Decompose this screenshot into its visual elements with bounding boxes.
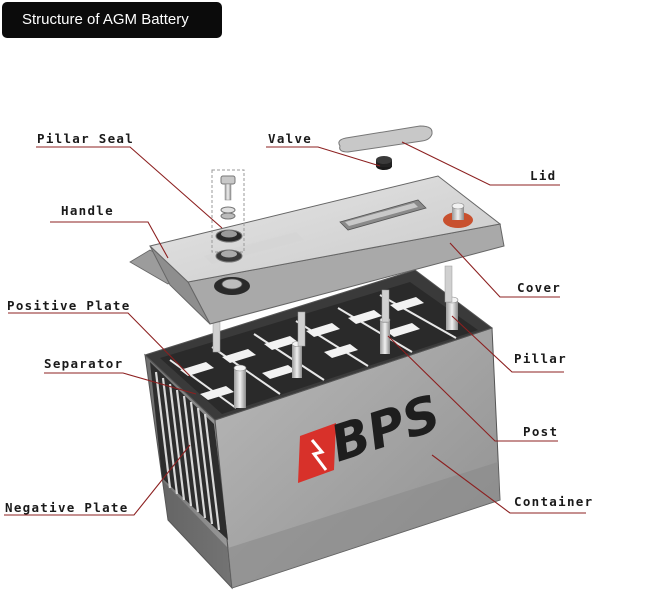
lid <box>338 125 433 153</box>
label-separator: Separator <box>44 356 123 371</box>
leader-container <box>431 454 586 514</box>
leader-positive-plate <box>8 312 191 377</box>
terminal-negative <box>214 277 250 295</box>
title-banner: Structure of AGM Battery <box>2 2 222 38</box>
title-text: Structure of AGM Battery <box>22 11 189 28</box>
label-lid: Lid <box>530 168 556 183</box>
label-negative-plate: Negative Plate <box>5 500 129 515</box>
label-valve: Valve <box>268 131 312 146</box>
leader-valve <box>266 146 381 167</box>
leader-lid <box>401 141 560 186</box>
leader-handle <box>50 221 169 259</box>
label-container: Container <box>514 494 593 509</box>
label-pillar-seal: Pillar Seal <box>37 131 134 146</box>
label-post: Post <box>523 424 558 439</box>
terminal-positive <box>443 202 473 228</box>
label-cover: Cover <box>517 280 561 295</box>
pillar-seal <box>211 169 245 263</box>
leader-negative-plate <box>4 444 191 516</box>
plate-stack <box>150 362 228 540</box>
leader-pillar <box>451 315 564 373</box>
valve <box>376 156 392 170</box>
leader-lines <box>4 141 586 516</box>
leader-separator <box>44 372 197 395</box>
leader-cover <box>449 242 560 298</box>
leader-post <box>387 335 558 442</box>
pillar-left <box>233 364 247 408</box>
label-positive-plate: Positive Plate <box>7 298 131 313</box>
label-pillar: Pillar <box>514 351 567 366</box>
leader-pillar-seal <box>36 146 223 229</box>
label-handle: Handle <box>61 203 114 218</box>
